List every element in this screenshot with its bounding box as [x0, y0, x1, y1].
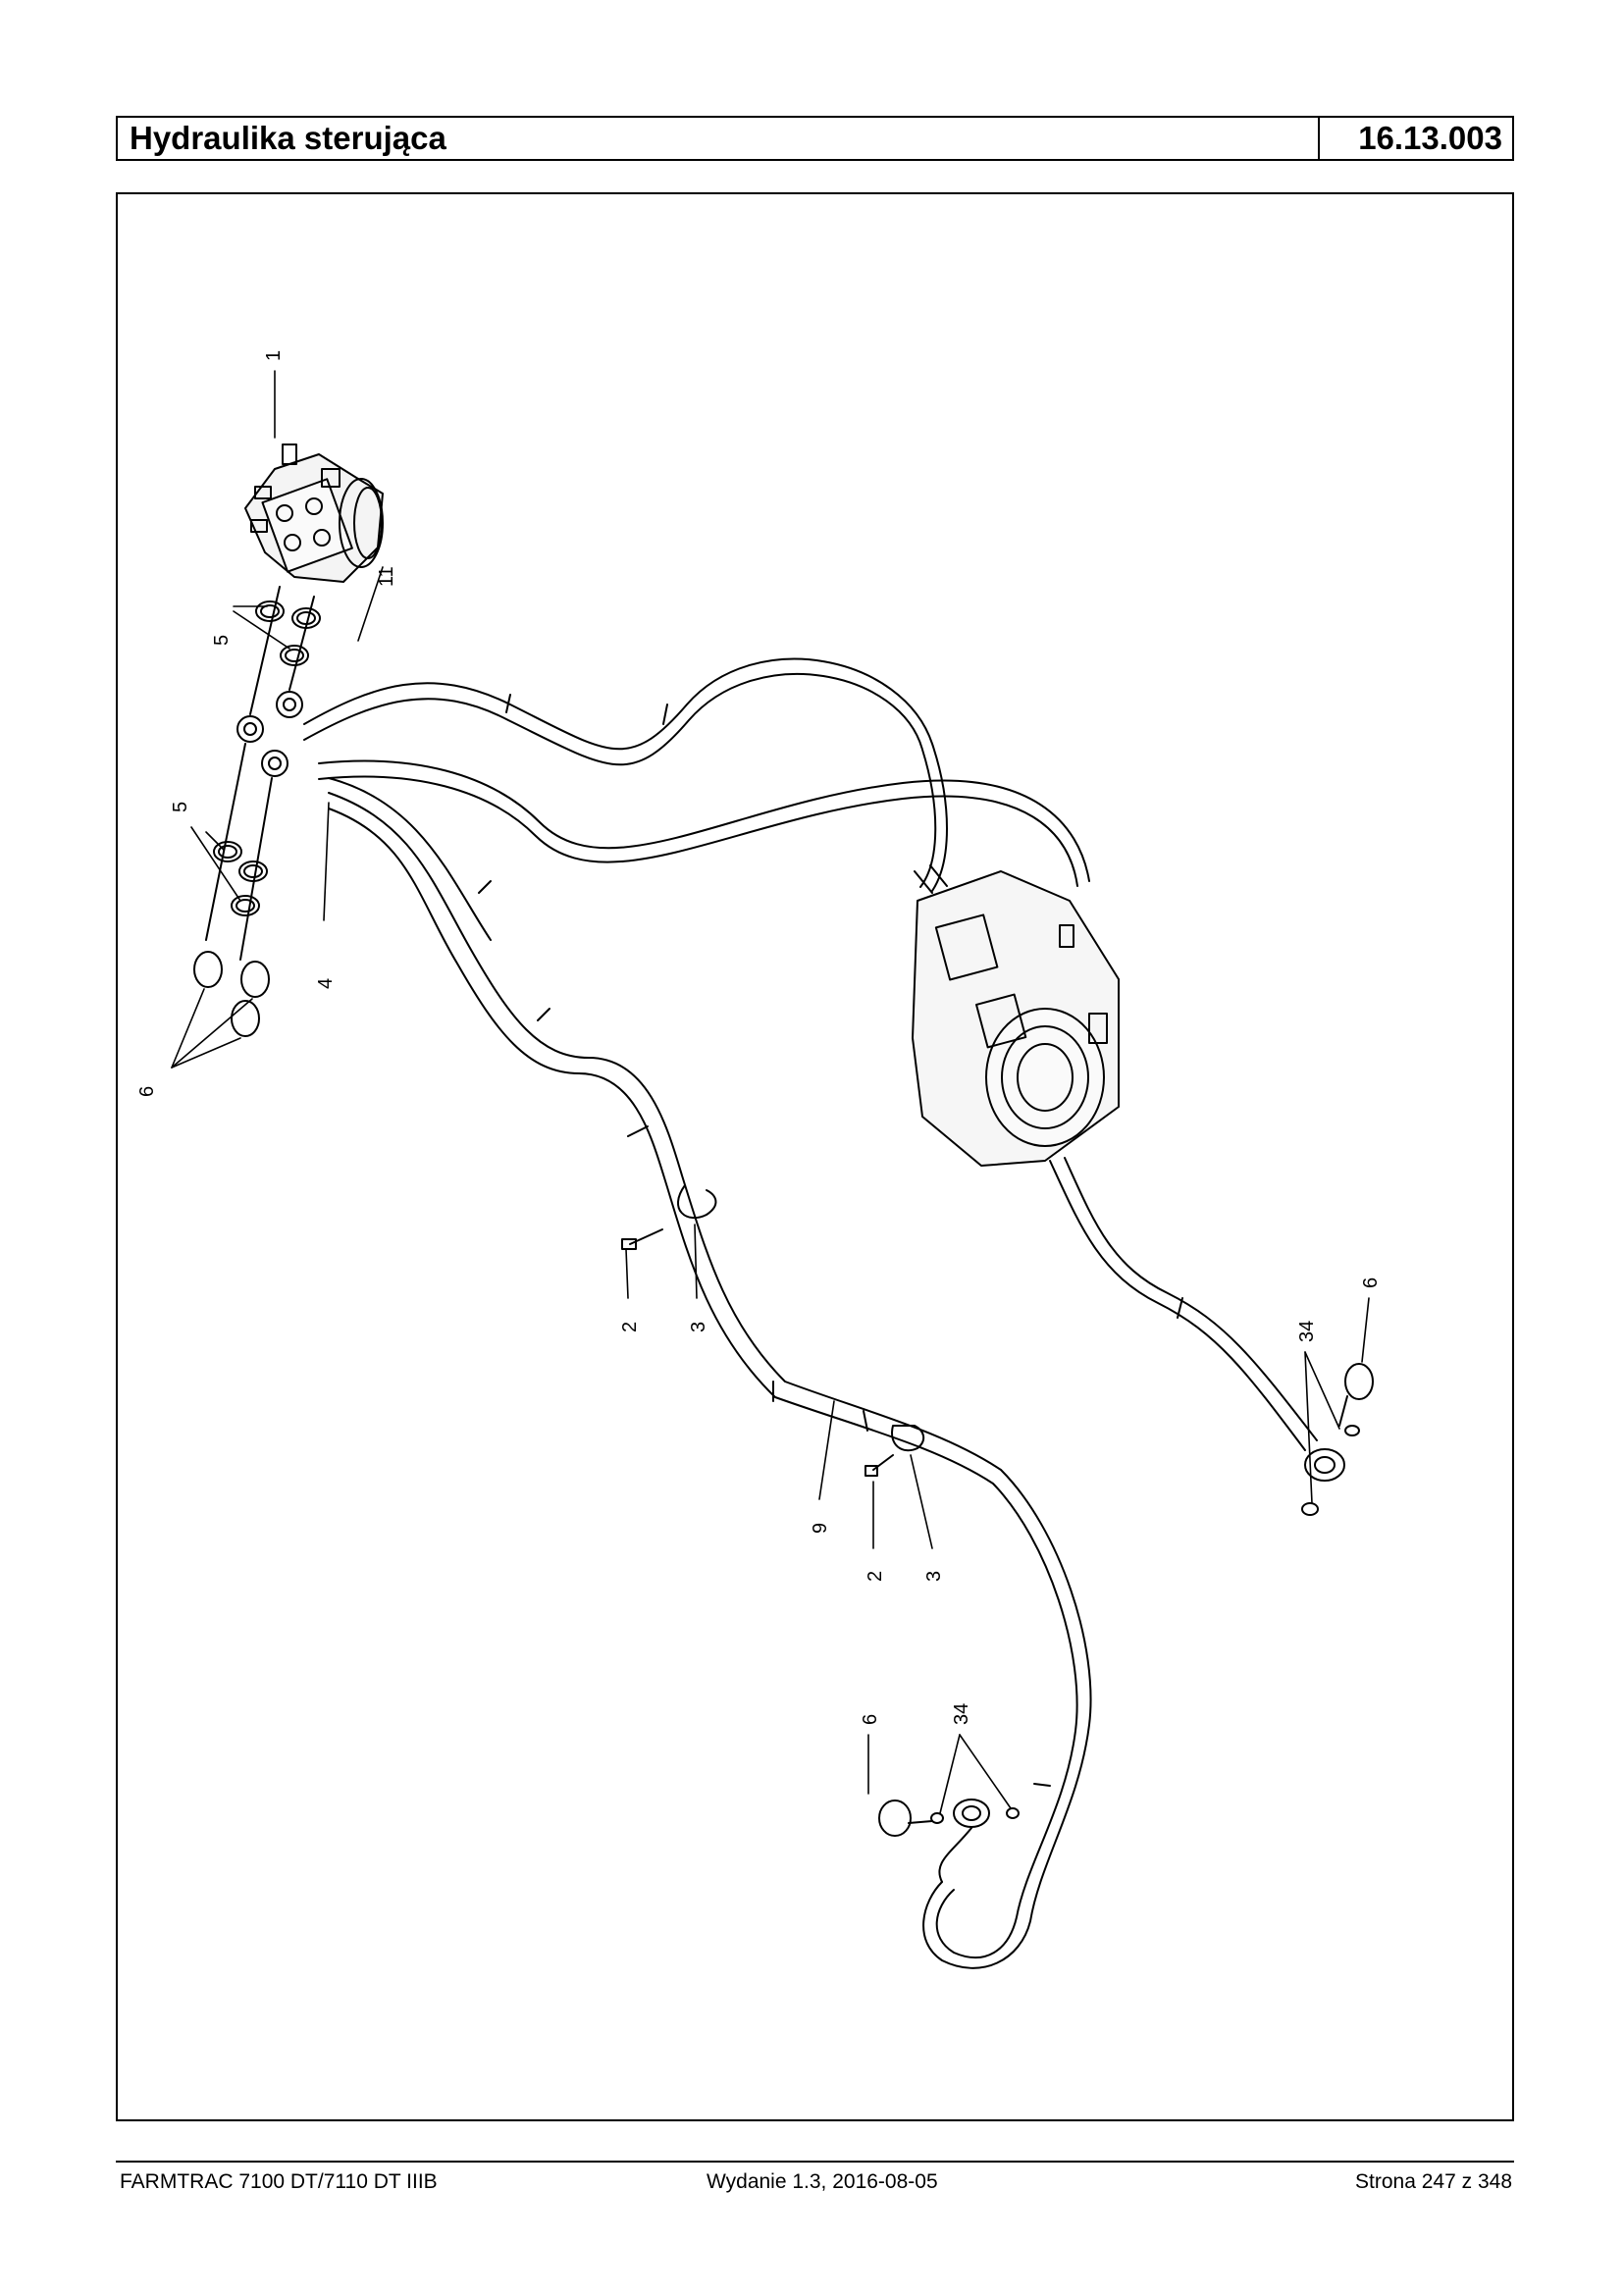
- callout-6-lower: 6: [860, 1714, 881, 1725]
- banjo-bolts-left: [193, 951, 270, 1037]
- clamp-lower: [864, 1425, 925, 1477]
- callout-6-left: 6: [136, 1086, 158, 1097]
- steering-unit: [244, 443, 384, 583]
- callout-1: 1: [263, 350, 285, 361]
- hose-9-bands: [627, 1125, 1051, 1787]
- callout-3-upper: 3: [688, 1322, 709, 1332]
- callout-2-upper: 2: [619, 1322, 641, 1332]
- hose-cylinder-right: [1049, 1157, 1318, 1451]
- callout-labels: 1 11 5 5 4 6 2 3 9 2 3 34 6 6 34: [136, 350, 1382, 1725]
- steering-cylinder: [912, 864, 1120, 1167]
- callout-9: 9: [810, 1523, 831, 1534]
- hydraulic-diagram: 1 11 5 5 4 6 2 3 9 2 3 34 6 6 34: [136, 350, 1382, 1969]
- callout-34-lower: 34: [951, 1703, 972, 1725]
- leader-lines: [171, 370, 1370, 1814]
- callout-4: 4: [315, 978, 337, 989]
- callout-5-upper: 5: [211, 635, 233, 646]
- banjo-assembly-right: [1301, 1363, 1374, 1516]
- callout-5-lower: 5: [170, 802, 191, 812]
- banjo-fittings-left: [205, 586, 315, 961]
- hose-4: [328, 777, 1092, 1969]
- callout-3-lower: 3: [923, 1571, 945, 1582]
- callout-6-right: 6: [1360, 1278, 1382, 1288]
- callout-2-lower: 2: [864, 1571, 886, 1582]
- hose-upper-return: [318, 759, 1090, 887]
- footer-model: FARMTRAC 7100 DT/7110 DT IIIB: [120, 2170, 438, 2193]
- footer-page: Strona 247 z 348: [1355, 2170, 1512, 2193]
- callout-34-right: 34: [1296, 1321, 1318, 1342]
- page-header: Hydraulika sterująca 16.13.003: [116, 116, 1514, 161]
- clamp-upper: [621, 1184, 717, 1250]
- diagram-frame: 1 11 5 5 4 6 2 3 9 2 3 34 6 6 34: [116, 192, 1514, 2121]
- page-title: Hydraulika sterująca: [118, 118, 1320, 159]
- callout-11: 11: [376, 566, 397, 587]
- section-code: 16.13.003: [1358, 120, 1502, 156]
- footer-edition: Wydanie 1.3, 2016-08-05: [707, 2170, 938, 2193]
- footer-divider: [116, 2161, 1514, 2163]
- banjo-assembly-lower: [878, 1799, 1020, 1883]
- hose-11: [303, 657, 948, 892]
- o-rings-lower: [213, 841, 268, 916]
- hose-bands: [478, 694, 668, 1021]
